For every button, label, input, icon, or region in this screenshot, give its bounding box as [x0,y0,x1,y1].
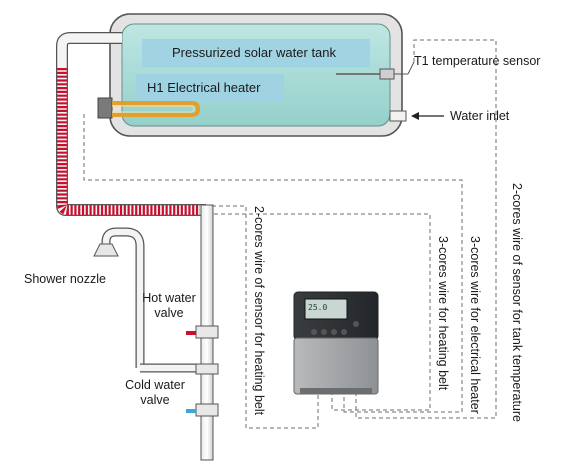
controller-button [311,329,317,335]
electrical-heater [97,97,201,119]
controller-button [341,329,347,335]
wire-electrical-heater-label: 3-cores wire for electrical heater [468,236,482,414]
water-inlet-pipe [389,110,444,122]
shower-label: Shower nozzle [24,272,106,286]
wire-tank-sensor-label: 2-cores wire of sensor for tank temperat… [510,183,524,422]
wire-electrical-heater [83,114,463,413]
sensor-label: T1 temperature sensor [414,54,541,68]
controller-button [321,329,327,335]
wire-heating-belt [214,213,431,411]
inlet-label: Water inlet [450,109,510,123]
controller-button [353,321,359,327]
wire-heating-belt-label: 3-cores wire for heating belt [436,236,450,391]
shower-head [93,243,119,257]
cold-valve-label: Cold water valve [125,378,185,407]
tank-label: Pressurized solar water tank [172,45,337,60]
outlet-pipe [56,32,206,216]
hot-valve-label: Hot water valve [142,291,196,320]
temperature-sensor [336,61,415,80]
wire-tank-sensor [355,39,497,419]
hot-water-valve[interactable] [186,325,219,339]
wires [83,39,497,429]
heater-label-box [136,74,284,102]
cold-water-valve[interactable] [186,363,219,417]
controller [293,291,379,395]
wire-sensor-heating-belt-label: 2-cores wire of sensor for heating belt [252,206,266,416]
wire-sensor-heating-belt [212,205,319,429]
controller-display-text: 25.0 [308,303,328,312]
shower [93,227,202,373]
controller-display [304,298,348,320]
controller-button [331,329,337,335]
tank-label-box [142,39,370,67]
heater-label: H1 Electrical heater [147,80,261,95]
